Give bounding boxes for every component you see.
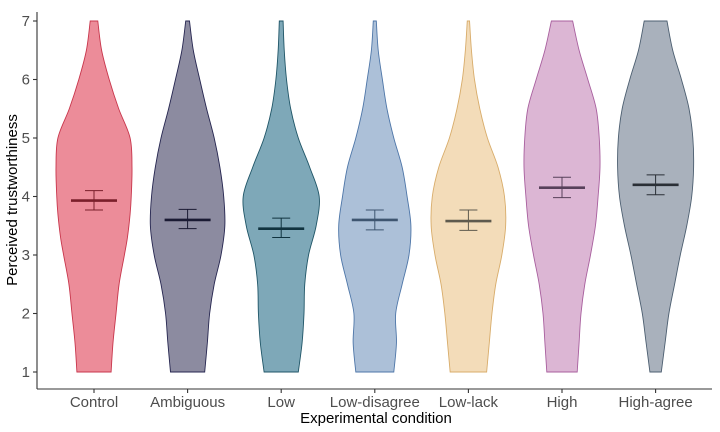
x-axis-title: Experimental condition: [300, 410, 452, 427]
x-tick-label: High: [547, 394, 578, 411]
y-tick-label: 6: [22, 72, 30, 89]
x-tick-label: Ambiguous: [150, 394, 225, 411]
x-tick-label: Low-disagree: [330, 394, 420, 411]
violin-high-agree: [617, 20, 695, 373]
violin-low: [242, 20, 320, 373]
y-axis-title: Perceived trustworthiness: [4, 114, 21, 286]
y-tick-label: 3: [22, 247, 30, 264]
violin-ambiguous: [149, 20, 226, 373]
violin-layer: [55, 20, 695, 373]
x-axis-ticks: Control Ambiguous Low Low-disagree Low-lack H…: [70, 389, 693, 411]
violin-low-disagree: [338, 20, 412, 373]
y-tick-label: 7: [22, 13, 30, 30]
x-tick-label: Low: [267, 394, 295, 411]
y-axis-ticks: 1 2 3 4 5 6 7: [22, 13, 37, 381]
y-tick-label: 5: [22, 130, 30, 147]
y-tick-label: 1: [22, 364, 30, 381]
violin-low-lack: [430, 20, 507, 373]
x-tick-label: High-agree: [618, 394, 692, 411]
mean-marker-layer: [71, 174, 679, 238]
y-tick-label: 2: [22, 306, 30, 323]
x-tick-label: Low-lack: [439, 394, 499, 411]
x-tick-label: Control: [70, 394, 118, 411]
y-tick-label: 4: [22, 189, 30, 206]
